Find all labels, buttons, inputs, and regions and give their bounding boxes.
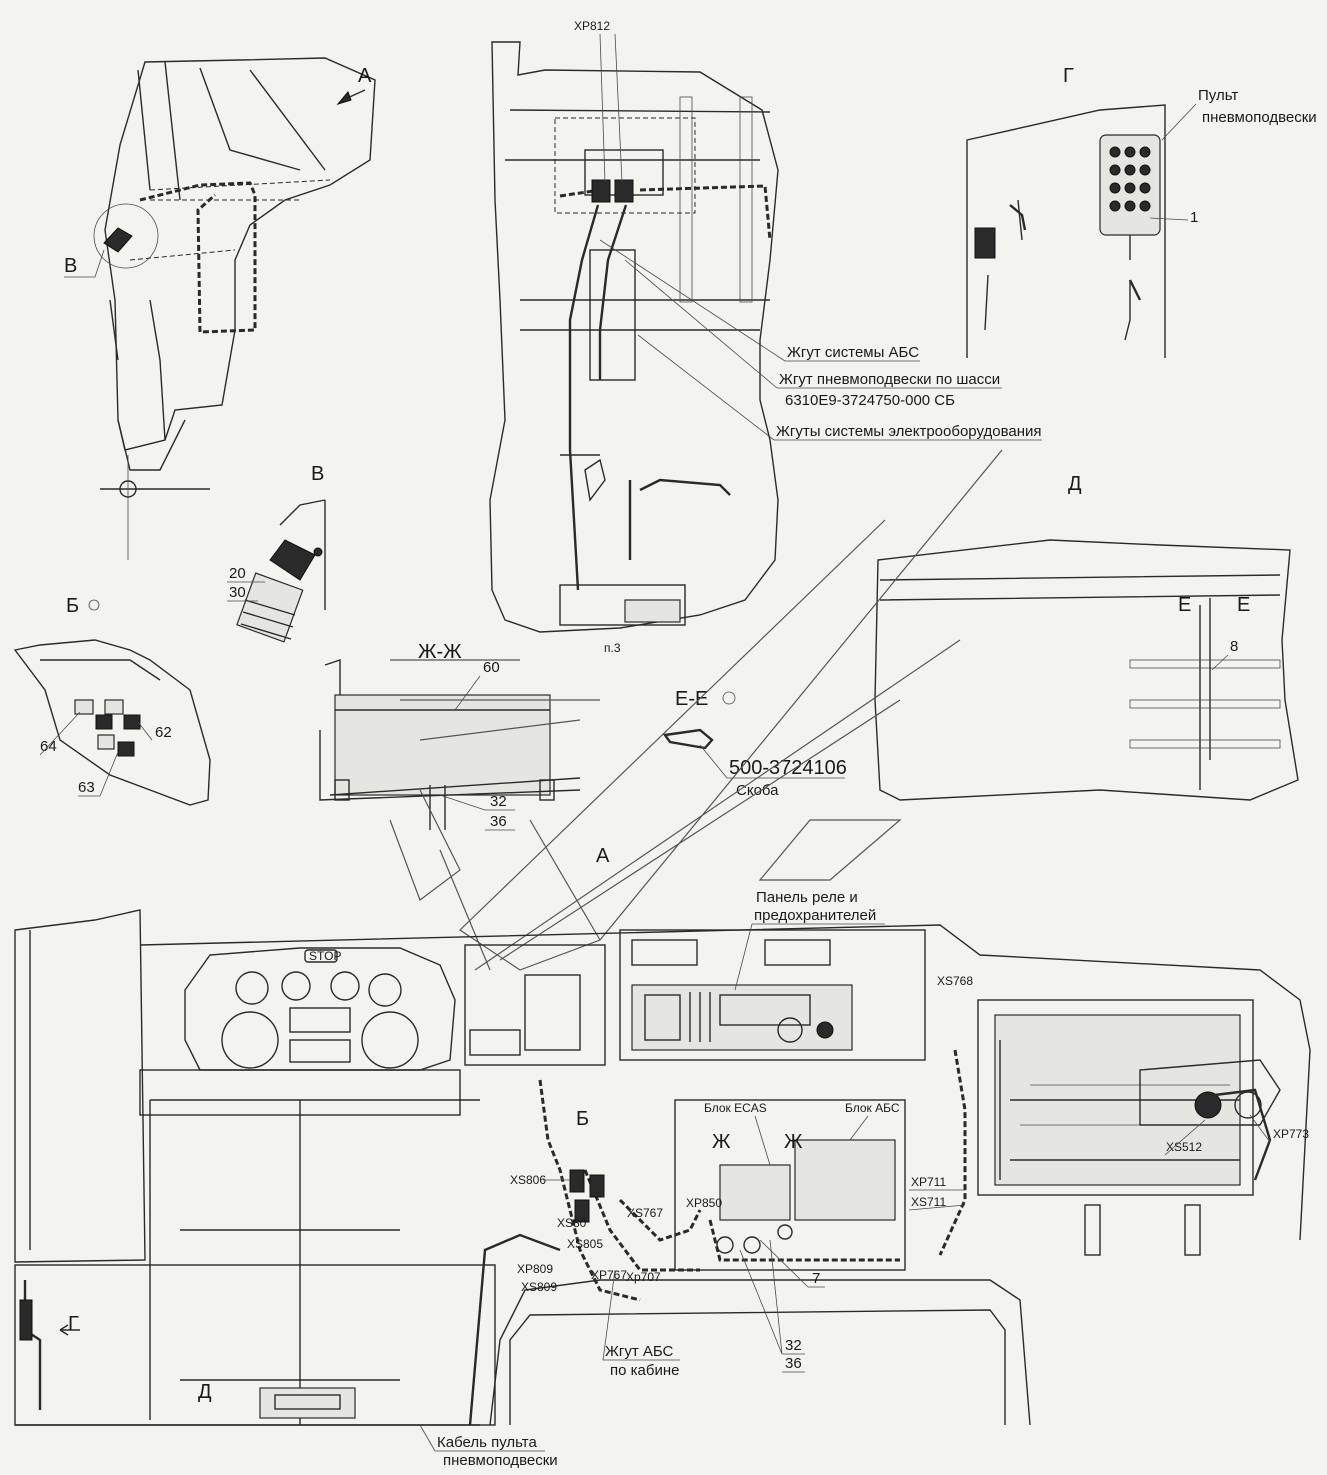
xs512-label: XS512 [1166,1140,1202,1154]
harness-electro-label: Жгуты системы электрооборудования [776,423,1042,440]
xp809-label: XP809 [517,1262,553,1276]
xp707-label: Xp707 [626,1270,661,1284]
projection-guides: А [389,449,1003,971]
bracket-name-label: Скоба [736,782,779,799]
pult-label-2: пневмоподвески [1202,109,1317,126]
bracket-code-label: 500-3724106 [729,757,847,779]
xp773-label: XP773 [1273,1127,1309,1141]
abs-cab-label-1: Жгут АБС [605,1343,674,1360]
control-blocks: Блок ECAS Блок АБС Ж Ж 7 32 36 [674,1099,906,1373]
position-60: 60 [483,659,500,676]
position-36a: 36 [490,813,507,830]
position-32b: 32 [785,1337,802,1354]
position-20: 20 [229,565,246,582]
view-d-floor: Д Е Е 8 [874,473,1299,801]
harness-abs-label: Жгут системы АБС [787,344,919,361]
section-zh-zh: Ж-Ж 60 32 36 [319,641,581,831]
cab-interior-view: Г Д [14,909,1311,1426]
abs-block-label: Блок АБС [845,1101,900,1115]
view-a-label: А [358,65,372,87]
view-b-switch-panel: Б 64 62 63 [13,595,211,806]
position-8: 8 [1230,638,1238,655]
d-small-label: Д [198,1381,212,1403]
position-63: 63 [78,779,95,796]
section-zh-label: Ж-Ж [418,641,462,663]
instrument-cluster: STOP [139,944,606,1116]
harness-pneumo-code-label: 6310Е9-3724750-000 СБ [785,392,955,409]
cable-label-1: Кабель пульта [437,1434,537,1451]
p3-label: п.3 [604,641,621,655]
zh-cut-right: Ж [784,1131,803,1153]
position-7: 7 [812,1270,820,1287]
view-d-label: Д [1068,473,1082,495]
pult-button-grid [1109,146,1151,212]
callout-v-label: В [64,255,77,277]
position-30: 30 [229,584,246,601]
section-e-e: Е-Е 500-3724106 Скоба [662,688,847,799]
xp767-label: XP767 [591,1268,627,1282]
view-a-arrow-label: А [596,845,610,867]
abs-cab-label-2: по кабине [610,1362,679,1379]
relay-panel-label-1: Панель реле и [756,889,858,906]
zh-cut-left: Ж [712,1131,731,1153]
xs805-label: XS805 [567,1237,603,1251]
relay-fuse-panel: Панель реле и предохранителей [619,889,926,1061]
view-g-label: Г [1063,65,1074,87]
view-a-cab-side: А В [64,57,376,560]
relay-panel-label-2: предохранителей [754,907,876,924]
e-cut-left: Е [1178,594,1191,616]
xs768-label: XS768 [937,974,973,988]
view-g-pult: Г Пульт пневмоподвески 1 [966,65,1317,358]
harness-pneumo-label: Жгут пневмоподвески по шасси [779,371,1000,388]
section-e-label: Е-Е [675,688,708,710]
ecas-block-label: Блок ECAS [704,1101,767,1115]
view-v-connector: В 20 30 [227,463,326,643]
e-cut-right: Е [1237,594,1250,616]
right-electronics-box [938,999,1281,1256]
xp711-label: XP711 [911,1175,946,1189]
xp812-label: ХР812 [574,19,610,33]
position-32a: 32 [490,793,507,810]
xs809-label: XS809 [521,1280,557,1294]
xs767-label: XS767 [627,1206,663,1220]
connector-labels: XS768 XP773 XS512 XP711 XS711 XS806 XS80… [510,974,1309,1294]
stop-lamp-label: STOP [309,949,341,963]
cable-label-2: пневмоподвески [443,1452,558,1469]
view-v-label: В [311,463,324,485]
xs80a-label: XS80 [557,1216,587,1230]
cab-harness-routing: Б [468,1079,702,1426]
xs806-label: XS806 [510,1173,546,1187]
position-62: 62 [155,724,172,741]
position-36b: 36 [785,1355,802,1372]
xp850-label: XP850 [686,1196,722,1210]
pult-label-1: Пульт [1198,87,1238,104]
chassis-view: ХР812 Жгут системы АБС Жгут пневмоподвес… [489,19,1042,655]
b-small-label: Б [576,1108,589,1130]
bottom-callouts: Жгут АБС по кабине Кабель пульта пневмоп… [419,1269,680,1469]
xs711-label: XS711 [911,1195,946,1209]
position-1: 1 [1190,209,1198,226]
g-arrow-label: Г [68,1313,79,1335]
view-b-label: Б [66,595,79,617]
